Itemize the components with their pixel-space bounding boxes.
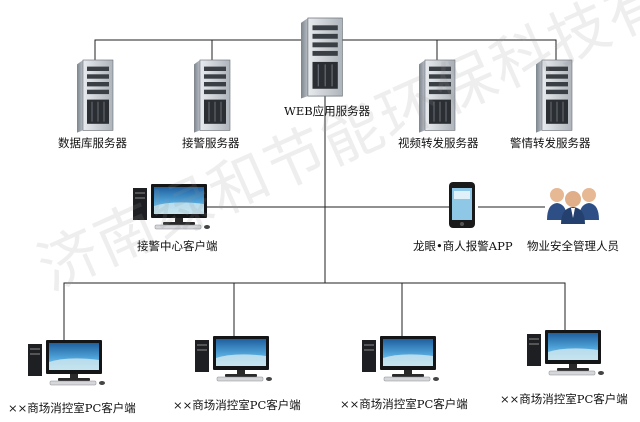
alarm-server-icon: [193, 59, 231, 134]
database-server-label: 数据库服务器: [58, 136, 127, 150]
alert-server-icon: [535, 59, 573, 134]
web-server-label: WEB应用服务器: [284, 104, 371, 118]
alarm-server-label: 接警服务器: [182, 136, 240, 150]
mall-client-label-1: ××商场消控室PC客户端: [8, 401, 136, 415]
smartphone-icon: [449, 182, 475, 228]
center-client-pc-icon: [132, 183, 211, 230]
video-server-icon: [418, 59, 456, 134]
mall-client-label-4: ××商场消控室PC客户端: [500, 392, 628, 406]
mall-client-label-2: ××商场消控室PC客户端: [173, 398, 301, 412]
app-label: 龙眼•商人报警APP: [413, 239, 513, 253]
mall-client-pc-icon-3: [361, 335, 440, 382]
mall-client-pc-icon-1: [27, 339, 106, 386]
security-staff-label: 物业安全管理人员: [527, 239, 619, 253]
mall-client-pc-icon-2: [194, 335, 273, 382]
mall-client-pc-icon-4: [526, 329, 605, 376]
alert-server-label: 警情转发服务器: [510, 136, 591, 150]
web-server-icon: [300, 17, 344, 100]
security-staff-icon: [547, 188, 599, 224]
mall-client-label-3: ××商场消控室PC客户端: [340, 397, 468, 411]
database-server-icon: [76, 59, 114, 134]
video-server-label: 视频转发服务器: [398, 136, 479, 150]
center-client-label: 接警中心客户端: [137, 239, 218, 253]
